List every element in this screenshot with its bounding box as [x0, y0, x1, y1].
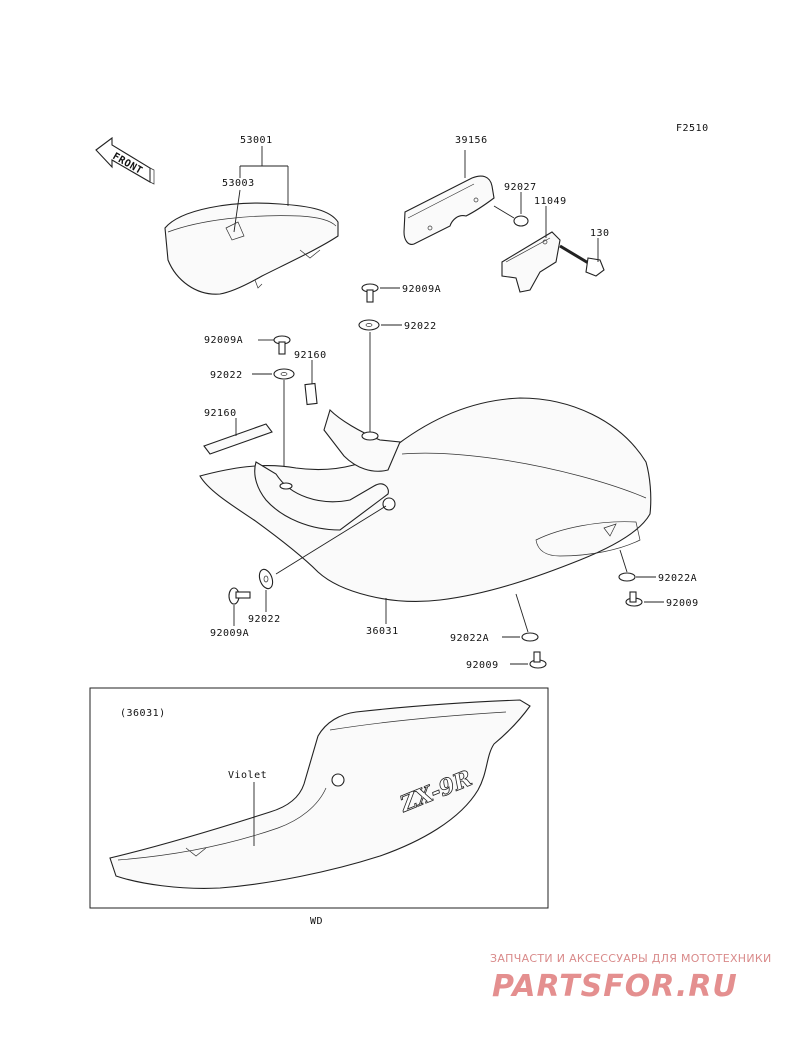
bolt-92009a-left — [273, 335, 291, 355]
grab-rail-part — [403, 175, 495, 245]
bolt-92009-bottom — [529, 651, 547, 669]
seat-part — [164, 202, 339, 295]
part-label-53001: 53001 — [240, 135, 273, 146]
inset-frame — [89, 687, 549, 909]
bracket-part — [501, 231, 561, 293]
washer-92022a-bottom — [521, 632, 539, 642]
inset-color-note: Violet — [228, 770, 267, 781]
washer-92022a-right — [618, 572, 636, 582]
footer-code: WD — [310, 916, 323, 927]
figure-code: F2510 — [676, 123, 709, 134]
bolt-130 — [559, 244, 605, 277]
part-label-11049: 11049 — [534, 196, 567, 207]
inset-ref-label: (36031) — [120, 708, 166, 719]
part-label-92009-bottom: 92009 — [466, 660, 499, 671]
seat-cowl-part — [199, 397, 652, 602]
bolt-92009a-bottom — [228, 587, 251, 605]
part-label-92027: 92027 — [504, 182, 537, 193]
watermark-logo: PARTSFOR.RU — [492, 969, 738, 1004]
bolt-92009-right — [625, 591, 643, 607]
part-label-92009a-top: 92009A — [402, 284, 441, 295]
washer-92022-top — [358, 319, 380, 331]
inset-cowl-part — [109, 699, 531, 889]
part-label-130: 130 — [590, 228, 610, 239]
part-label-92009a-left: 92009A — [204, 335, 243, 346]
part-label-92009a-bottom: 92009A — [210, 628, 249, 639]
part-label-92160-small: 92160 — [294, 350, 327, 361]
part-label-36031: 36031 — [366, 626, 399, 637]
part-label-39156: 39156 — [455, 135, 488, 146]
part-label-53003: 53003 — [222, 178, 255, 189]
bolt-92009a-top — [361, 283, 379, 303]
part-label-92022a-right: 92022A — [658, 573, 697, 584]
part-label-92022-top: 92022 — [404, 321, 437, 332]
cushion-92160-small — [304, 382, 318, 406]
washer-92022-bottom — [258, 568, 274, 590]
washer-92027 — [513, 215, 529, 227]
washer-92022-left — [273, 368, 295, 380]
part-label-92022-bottom: 92022 — [248, 614, 281, 625]
part-label-92022-left: 92022 — [210, 370, 243, 381]
part-label-92160-strip: 92160 — [204, 408, 237, 419]
cushion-92160-strip — [203, 423, 273, 455]
part-label-92009-right: 92009 — [666, 598, 699, 609]
watermark-caption: ЗАПЧАСТИ И АКСЕССУАРЫ ДЛЯ МОТОТЕХНИКИ — [490, 952, 772, 965]
front-arrow-icon: FRONT — [95, 136, 155, 185]
part-label-92022a-bottom: 92022A — [450, 633, 489, 644]
